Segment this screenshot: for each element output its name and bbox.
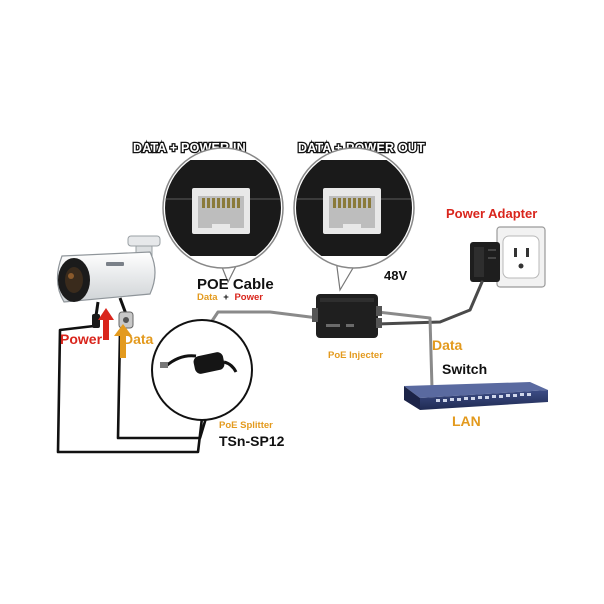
- switch-label: Switch: [442, 361, 487, 377]
- lan-label: LAN: [452, 413, 481, 429]
- power-adapter-label: Power Adapter: [446, 206, 537, 221]
- poe-cable-sub-plus: +: [223, 292, 229, 303]
- voltage-label: 48V: [384, 268, 407, 283]
- poe-cable-subtitle: Data + Power: [197, 292, 263, 303]
- network-switch-icon: [404, 382, 548, 410]
- poe-injector-label: PoE Injecter: [328, 350, 383, 361]
- port-in-zoom: [162, 147, 284, 284]
- power-arrow-icon: [98, 308, 114, 340]
- poe-cable-title: POE Cable: [197, 276, 274, 293]
- camera-data-label: Data: [123, 331, 154, 347]
- rj45-out-icon: [333, 198, 371, 208]
- poe-cable-sub-power: Power: [234, 292, 263, 303]
- poe-splitter-icon: [193, 352, 225, 374]
- camera-power-label: Power: [60, 331, 103, 347]
- poe-splitter-label: PoE Splitter: [219, 420, 273, 431]
- poe-injector-icon: [312, 294, 382, 338]
- poe-splitter-zoom: [151, 319, 253, 421]
- switch-data-label: Data: [432, 337, 463, 353]
- poe-cable-sub-data: Data: [197, 292, 218, 303]
- wall-outlet: [496, 226, 546, 288]
- poe-splitter-model: TSn-SP12: [219, 433, 285, 449]
- port-out-zoom: [293, 147, 415, 292]
- power-adapter-icon: [470, 242, 500, 282]
- rj45-in-icon: [202, 198, 240, 208]
- data-arrow-icon: [114, 324, 132, 358]
- bnc-plug-icon: [118, 311, 134, 329]
- camera-icon: [56, 235, 161, 317]
- dc-plug-icon: [92, 314, 100, 328]
